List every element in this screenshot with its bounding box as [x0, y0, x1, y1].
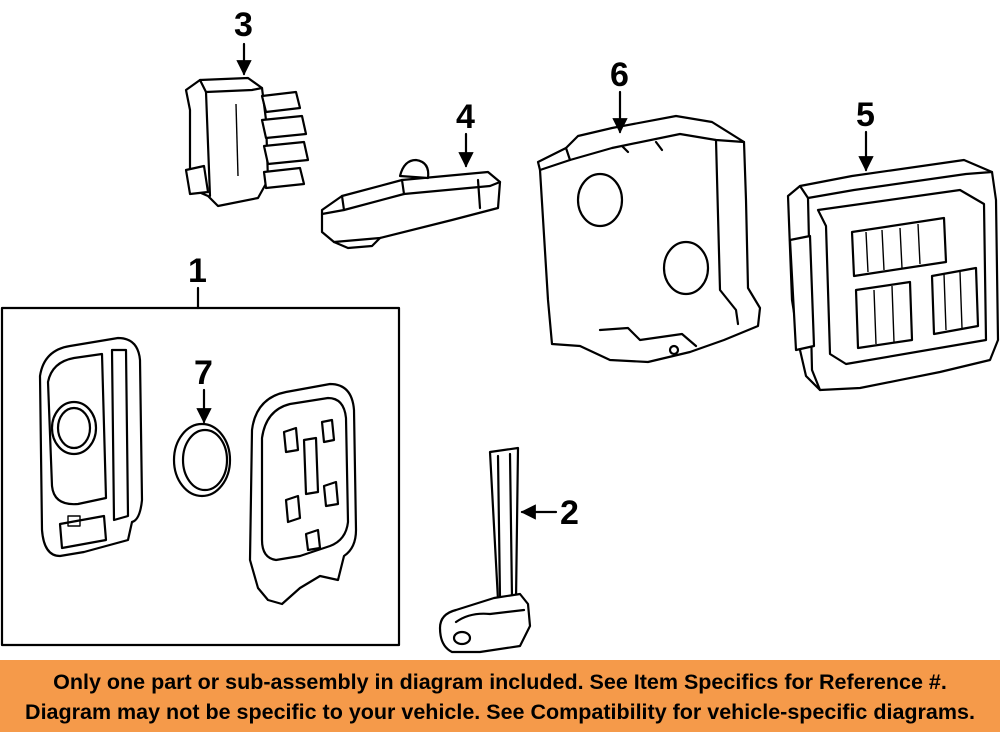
disclaimer-banner: Only one part or sub-assembly in diagram…: [0, 660, 1000, 732]
callout-2: 2: [560, 494, 579, 532]
part-3-connector: [184, 76, 310, 208]
callout-4: 4: [456, 98, 475, 136]
callout-leaders: [196, 42, 874, 520]
part-2-key-blade: [438, 446, 532, 654]
part-6-bracket: [536, 114, 762, 364]
coin-battery: [172, 422, 232, 498]
disclaimer-line-2: Diagram may not be specific to your vehi…: [25, 700, 975, 724]
callout-7: 7: [194, 354, 213, 392]
disclaimer-line-1: Only one part or sub-assembly in diagram…: [53, 670, 947, 694]
part-1-key-fob-assembly: [0, 306, 401, 647]
callout-1: 1: [188, 252, 207, 290]
parts-diagram: 3 4 6 5 1 7 2: [0, 6, 1000, 654]
key-fob-front-buttons: [248, 382, 358, 606]
part-5-control-module: [786, 158, 1000, 392]
callout-3: 3: [234, 6, 253, 44]
callout-5: 5: [856, 96, 875, 134]
callout-6: 6: [610, 56, 629, 94]
key-fob-back-shell: [38, 336, 144, 558]
part-4-antenna-module: [320, 158, 502, 250]
